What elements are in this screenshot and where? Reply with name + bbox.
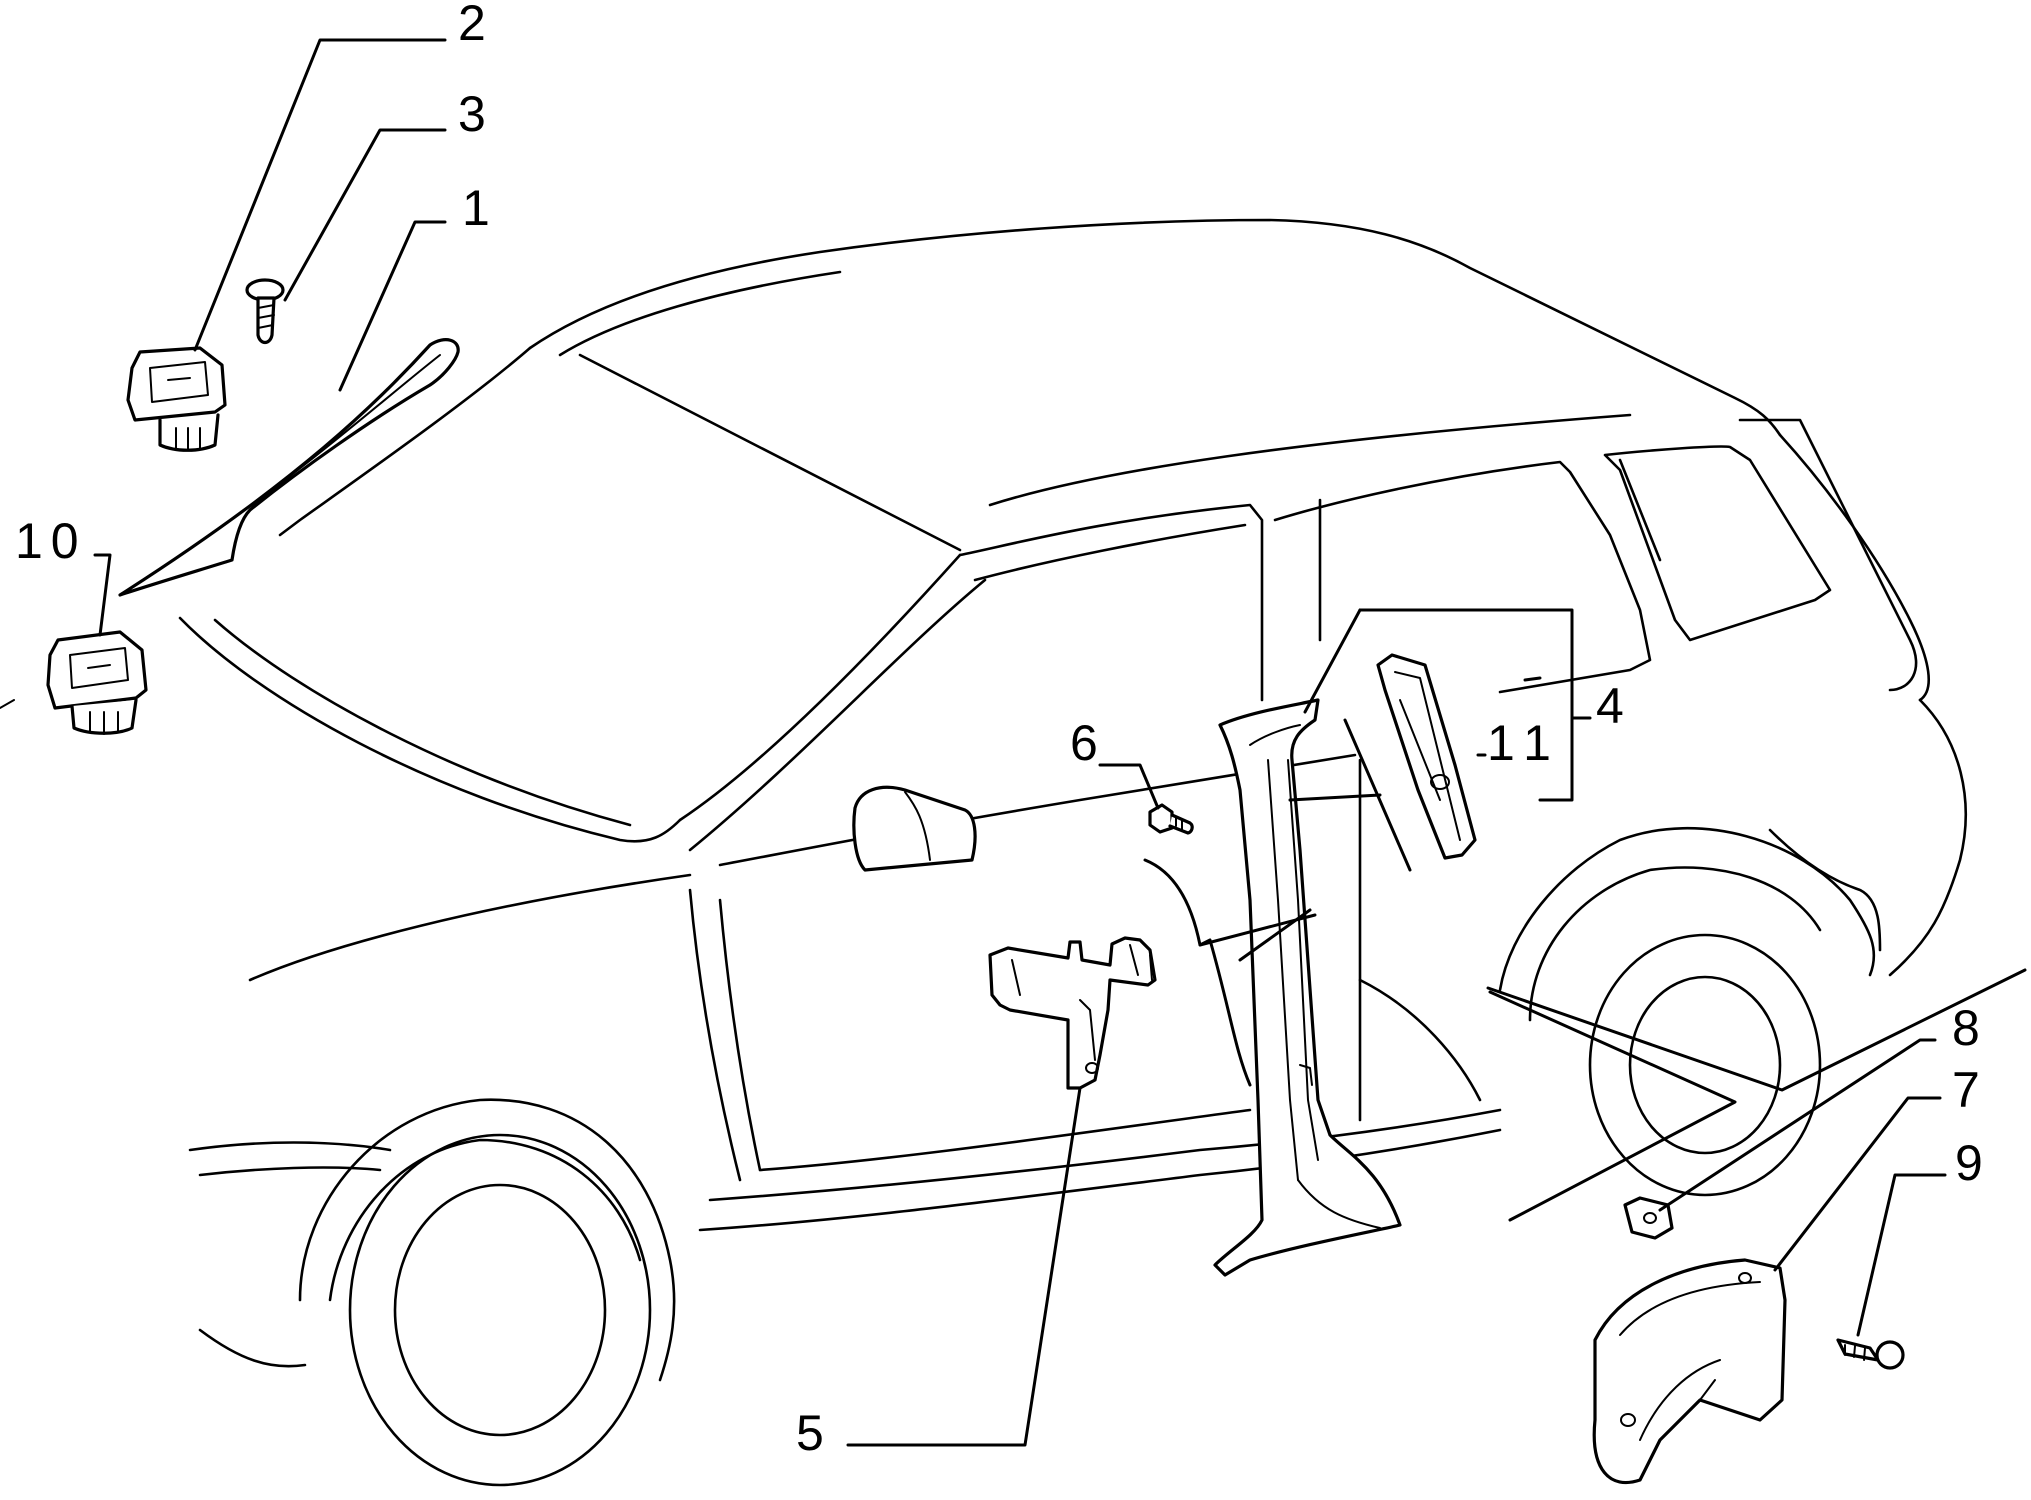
part-7-splash-guard [1592,1258,1787,1485]
callout-3: 3 [458,86,486,142]
callout-8: 8 [1952,1000,1980,1056]
callout-9: 9 [1955,1135,1983,1191]
callout-10: 10 [15,513,87,569]
callout-5: 5 [796,1405,824,1461]
part-5-bracket [988,936,1157,1090]
callout-labels: 2 3 1 10 4 11 6 5 8 7 9 [15,0,1983,1461]
part-2-clip [126,346,227,452]
callout-4: 4 [1596,678,1624,734]
part-3-screw [245,278,285,345]
callout-11: 11 [1487,715,1563,771]
callout-7: 7 [1952,1062,1980,1118]
part-6-screw [1148,803,1194,835]
part-1-pillar-trim [118,338,460,597]
part-4-b-pillar-trim [1213,698,1402,1277]
part-11-belt-guide [1376,653,1477,860]
callout-6: 6 [1070,715,1098,771]
part-9-bolt [1836,1338,1905,1370]
part-10-clip [46,630,148,735]
car-body-outline [0,218,1967,1487]
leader-lines [93,38,2027,1447]
callout-1: 1 [462,180,490,236]
part-8-nut [1623,1196,1674,1240]
callout-2: 2 [458,0,486,51]
